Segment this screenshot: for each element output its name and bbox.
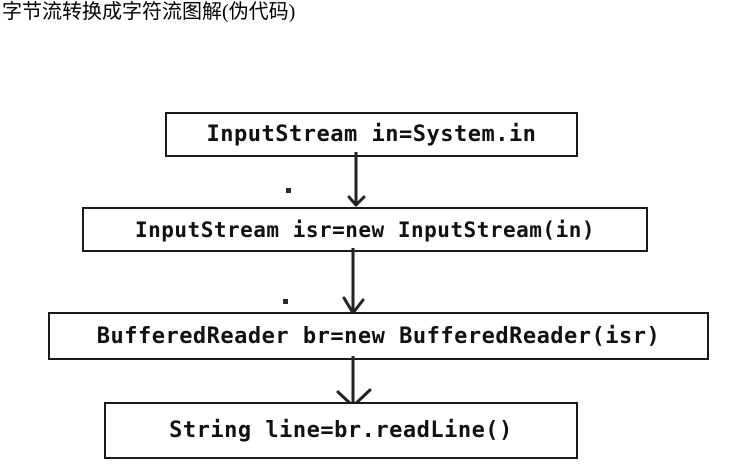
flow-edge-node1-to-node2 (330, 152, 390, 212)
flow-node-input-stream-in: InputStream in=System.in (165, 112, 578, 157)
page-title: 字节流转换成字符流图解(伪代码) (2, 1, 296, 23)
flow-node-input-stream-isr: InputStream isr=new InputStream(in) (82, 207, 648, 252)
flow-node-label: InputStream isr=new InputStream(in) (134, 217, 595, 242)
flow-edge-node2-to-node3 (326, 248, 386, 318)
flow-node-label: BufferedReader br=new BufferedReader(isr… (96, 323, 661, 349)
flow-node-buffered-reader: BufferedReader br=new BufferedReader(isr… (48, 312, 709, 360)
flow-node-label: String line=br.readLine() (169, 418, 513, 443)
scan-artifact-speck (286, 188, 291, 193)
scan-artifact-speck (283, 299, 288, 304)
flow-node-label: InputStream in=System.in (206, 122, 537, 147)
flow-node-read-line: String line=br.readLine() (104, 402, 578, 459)
